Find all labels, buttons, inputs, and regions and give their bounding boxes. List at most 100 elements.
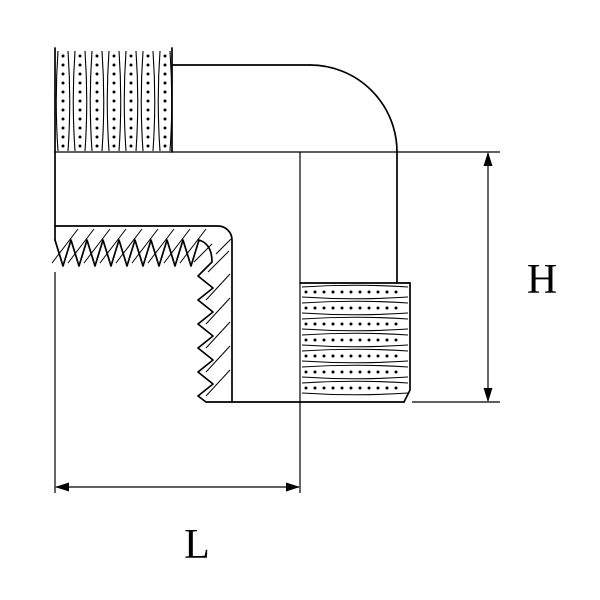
thread-bead — [95, 72, 99, 76]
thread-bead — [376, 290, 380, 294]
thread-bead — [385, 322, 389, 326]
thread-bead — [376, 354, 380, 358]
centerlines — [55, 151, 500, 493]
thread-bead — [95, 135, 99, 139]
thread-bead — [340, 354, 344, 358]
thread-bead — [61, 99, 65, 103]
dimension-l-arrow-right — [286, 482, 300, 492]
section-hatching — [51, 228, 232, 397]
thread-bead — [304, 290, 308, 294]
thread-bead — [129, 54, 133, 58]
thread-ridge-line — [72, 50, 76, 152]
thread-bead — [146, 72, 150, 76]
thread-bead — [367, 354, 371, 358]
thread-bead — [358, 386, 362, 390]
thread-bead — [304, 370, 308, 374]
thread-ridge-line — [123, 50, 127, 152]
thread-bead — [376, 338, 380, 342]
thread-bead — [349, 370, 353, 374]
thread-bead — [129, 126, 133, 130]
thread-bead — [112, 99, 116, 103]
thread-ridge-line — [157, 50, 161, 152]
thread-bead — [394, 290, 398, 294]
thread-bead — [331, 354, 335, 358]
thread-bead — [78, 63, 82, 67]
thread-ridge-line — [301, 344, 409, 348]
left-port-thread-texture — [55, 50, 173, 152]
thread-bead — [367, 370, 371, 374]
thread-bead — [163, 144, 167, 148]
thread-bead — [322, 354, 326, 358]
thread-bead — [163, 99, 167, 103]
thread-bead — [112, 135, 116, 139]
thread-ridge-line — [301, 316, 409, 320]
thread-bead — [78, 90, 82, 94]
thread-bead — [340, 338, 344, 342]
thread-ridge-line — [301, 360, 409, 364]
thread-bead — [146, 135, 150, 139]
thread-bead — [61, 72, 65, 76]
thread-bead — [358, 354, 362, 358]
hatch-line — [205, 297, 231, 325]
hatch-line — [67, 228, 95, 264]
thread-bead — [61, 144, 65, 148]
hatch-line — [179, 228, 207, 264]
thread-bead — [129, 99, 133, 103]
thread-bead — [112, 90, 116, 94]
thread-bead — [367, 338, 371, 342]
thread-bead — [322, 386, 326, 390]
thread-ridge-line — [301, 332, 409, 336]
thread-bead — [129, 108, 133, 112]
thread-bead — [112, 72, 116, 76]
thread-bead — [394, 306, 398, 310]
thread-bead — [112, 108, 116, 112]
thread-bead — [95, 54, 99, 58]
thread-ridge-line — [301, 312, 409, 316]
thread-bead — [304, 354, 308, 358]
thread-bead — [358, 338, 362, 342]
thread-bead — [95, 144, 99, 148]
thread-bead — [78, 81, 82, 85]
hatch-line — [163, 228, 191, 264]
thread-bead — [394, 322, 398, 326]
thread-bead — [385, 354, 389, 358]
thread-ridge-line — [67, 50, 71, 152]
thread-bead — [61, 108, 65, 112]
thread-bead — [340, 322, 344, 326]
dimension-h-arrow-bottom — [483, 388, 493, 402]
thread-bead — [163, 54, 167, 58]
hatch-line — [147, 228, 175, 264]
thread-bead — [78, 72, 82, 76]
thread-bead — [61, 117, 65, 121]
thread-ridge-line — [89, 50, 93, 152]
thread-bead — [129, 90, 133, 94]
thread-bead — [322, 290, 326, 294]
thread-bead — [304, 338, 308, 342]
hatch-line — [215, 238, 232, 255]
thread-bead — [163, 108, 167, 112]
thread-bead — [78, 144, 82, 148]
dimension-h-arrow-top — [483, 152, 493, 166]
thread-bead — [313, 354, 317, 358]
thread-ridge-line — [301, 328, 409, 332]
thread-bead — [385, 338, 389, 342]
thread-bead — [358, 290, 362, 294]
thread-bead — [385, 306, 389, 310]
thread-bead — [349, 306, 353, 310]
thread-ridge-line — [301, 364, 409, 368]
thread-bead — [78, 108, 82, 112]
thread-bead — [322, 370, 326, 374]
thread-bead — [331, 290, 335, 294]
thread-bead — [322, 306, 326, 310]
thread-bead — [376, 386, 380, 390]
dimension-l-arrow-left — [55, 482, 69, 492]
thread-ridge-line — [301, 300, 409, 304]
thread-bead — [163, 63, 167, 67]
thread-bead — [322, 338, 326, 342]
thread-bead — [358, 322, 362, 326]
thread-ridge-line — [106, 50, 110, 152]
hatch-line — [131, 228, 159, 264]
thread-bead — [313, 386, 317, 390]
thread-ridge-line — [301, 380, 409, 384]
